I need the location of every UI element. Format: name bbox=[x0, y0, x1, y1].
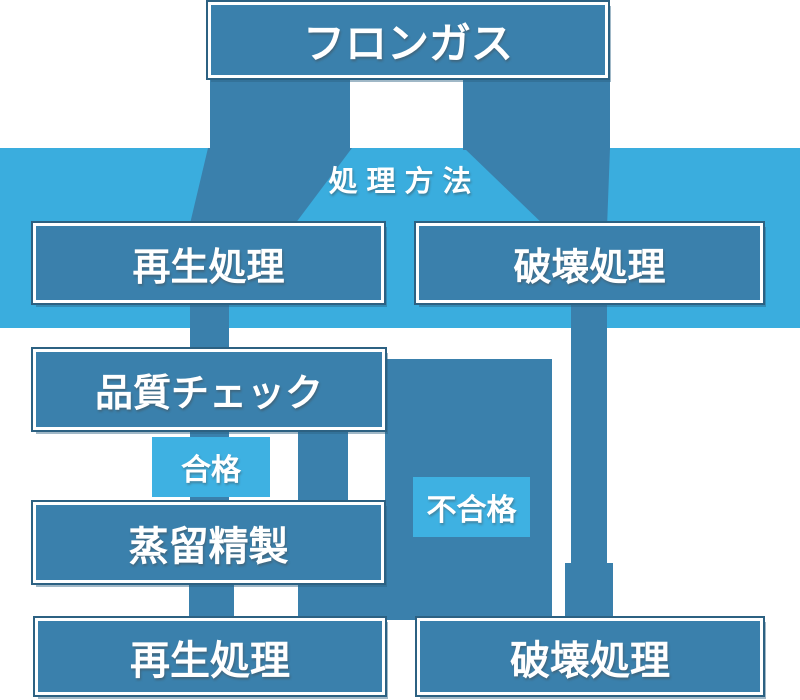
connector-distill-to-bottom bbox=[189, 578, 234, 622]
freon-gas-box: フロンガス bbox=[206, 0, 610, 80]
connector-bottom-bar bbox=[298, 584, 552, 620]
connector-destroy-pedestal bbox=[565, 563, 613, 620]
connector-diagonal-left bbox=[189, 148, 352, 228]
connector-recycle-to-quality bbox=[190, 296, 229, 354]
final-destruction-box: 破壊処理 bbox=[415, 616, 765, 697]
pass-badge: 合格 bbox=[152, 437, 270, 497]
quality-check-box: 品質チェック bbox=[31, 347, 387, 432]
destruction-process-box: 破壊処理 bbox=[414, 221, 765, 305]
final-recycle-box: 再生処理 bbox=[33, 616, 387, 697]
connector-diagonal-right bbox=[464, 148, 610, 228]
connector-destroy-vertical bbox=[571, 296, 607, 568]
distillation-box: 蒸留精製 bbox=[31, 500, 386, 585]
recycle-process-box: 再生処理 bbox=[31, 221, 386, 305]
band-title: 処理方法 bbox=[328, 164, 481, 198]
connector-quality-side-strip bbox=[298, 425, 348, 507]
fail-badge: 不合格 bbox=[413, 477, 530, 537]
